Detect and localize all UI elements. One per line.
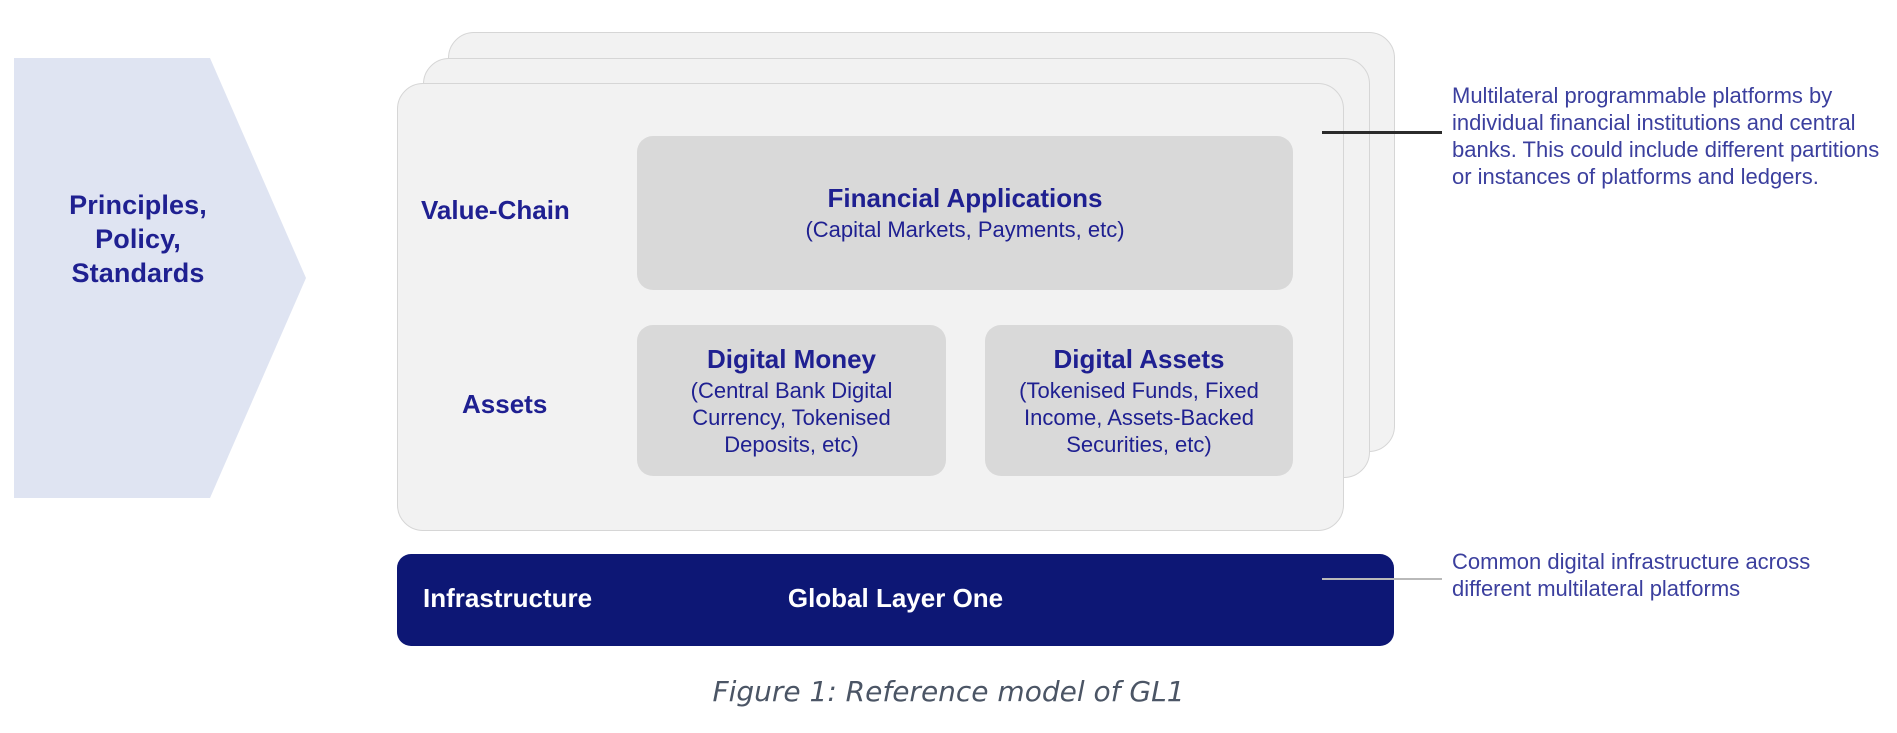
box-financial-applications[interactable]: Financial Applications (Capital Markets,… — [637, 136, 1293, 290]
global-layer-one-title: Global Layer One — [787, 583, 1004, 613]
infrastructure-row-label: Infrastructure — [423, 583, 593, 613]
infrastructure-bar[interactable] — [397, 554, 1394, 646]
arrow-label: Principles, Policy, Standards — [18, 188, 258, 290]
arrow-shape-icon — [14, 58, 306, 498]
box-digital-money-subtitle-line1: (Central Bank Digital — [690, 377, 893, 403]
box-digital-money-subtitle: (Central Bank Digital Currency, Tokenise… — [691, 377, 893, 458]
box-digital-assets-subtitle-line1: (Tokenised Funds, Fixed — [1019, 377, 1259, 403]
box-digital-assets-title: Digital Assets — [1053, 343, 1225, 374]
box-digital-assets-subtitle: (Tokenised Funds, Fixed Income, Assets-B… — [1019, 377, 1259, 458]
box-financial-applications-title: Financial Applications — [827, 183, 1103, 213]
box-digital-assets[interactable]: Digital Assets (Tokenised Funds, Fixed I… — [985, 325, 1293, 476]
row-label-assets: Assets — [462, 389, 548, 419]
arrow-label-line2: Policy, — [95, 224, 181, 254]
box-digital-assets-subtitle-line3: Securities, etc) — [1066, 431, 1212, 457]
arrow-label-line3: Standards — [71, 258, 205, 288]
box-financial-applications-subtitle: (Capital Markets, Payments, etc) — [805, 217, 1125, 242]
box-digital-assets-subtitle-line2: Income, Assets-Backed — [1024, 404, 1254, 430]
box-digital-money[interactable]: Digital Money (Central Bank Digital Curr… — [637, 325, 946, 476]
row-label-value-chain: Value-Chain — [421, 195, 570, 225]
box-digital-money-title: Digital Money — [706, 343, 876, 374]
principles-policy-standards-arrow — [14, 58, 306, 498]
annotation-common-infrastructure: Common digital infrastructure across dif… — [1452, 549, 1811, 601]
leader-line-top — [1322, 131, 1442, 134]
leader-line-bottom — [1322, 578, 1442, 580]
box-digital-money-subtitle-line2: Currency, Tokenised — [692, 404, 891, 430]
annotation-multilateral-platforms: Multilateral programmable platforms by i… — [1452, 83, 1880, 189]
arrow-label-line1: Principles, — [69, 190, 207, 220]
figure-caption: Figure 1: Reference model of GL1 — [712, 675, 1185, 708]
box-digital-money-subtitle-line3: Deposits, etc) — [724, 431, 859, 457]
